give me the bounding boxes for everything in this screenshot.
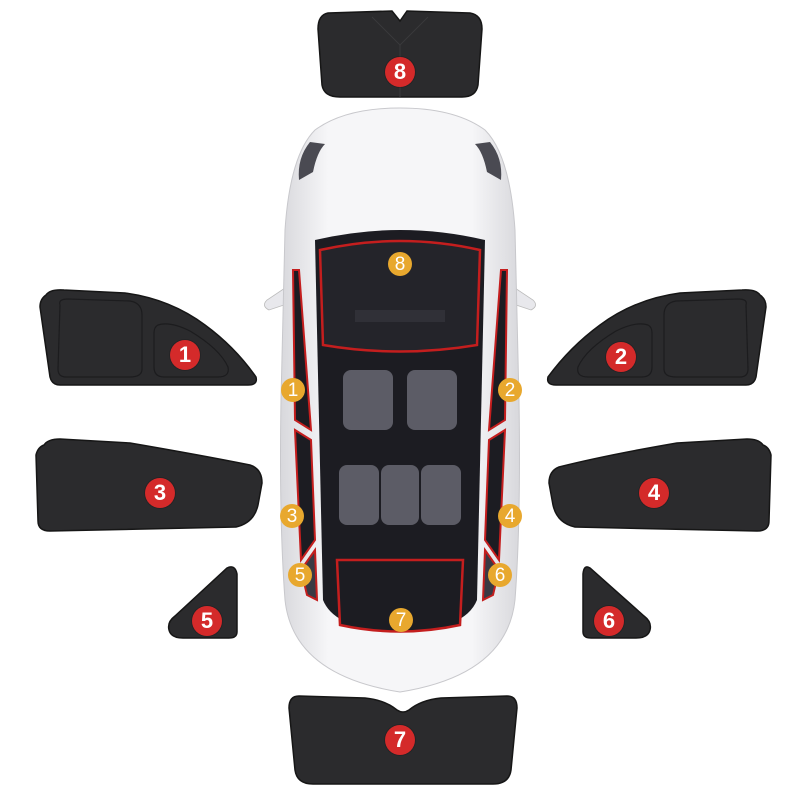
front-left-shade-shape xyxy=(39,289,258,386)
badge-4: 4 xyxy=(639,478,669,508)
front-right-shade-shape xyxy=(546,289,767,386)
badge-2: 2 xyxy=(606,342,636,372)
car-marker-1: 1 xyxy=(281,378,305,402)
car-marker-4: 4 xyxy=(498,504,522,528)
badge-7: 7 xyxy=(385,725,415,755)
car-marker-7: 7 xyxy=(389,608,413,632)
windshield-shade-shape xyxy=(317,10,483,98)
badge-3: 3 xyxy=(145,478,175,508)
car-marker-2: 2 xyxy=(498,378,522,402)
car-marker-3: 3 xyxy=(280,504,304,528)
car-marker-8: 8 xyxy=(388,252,412,276)
car-marker-5: 5 xyxy=(288,563,312,587)
car-top-view: 8 1 2 3 4 5 6 7 xyxy=(255,100,545,700)
car-marker-6: 6 xyxy=(488,563,512,587)
car-body-illustration xyxy=(264,107,536,693)
badge-1: 1 xyxy=(170,340,200,370)
badge-6: 6 xyxy=(594,606,624,636)
badge-5: 5 xyxy=(192,606,222,636)
badge-8: 8 xyxy=(385,57,415,87)
